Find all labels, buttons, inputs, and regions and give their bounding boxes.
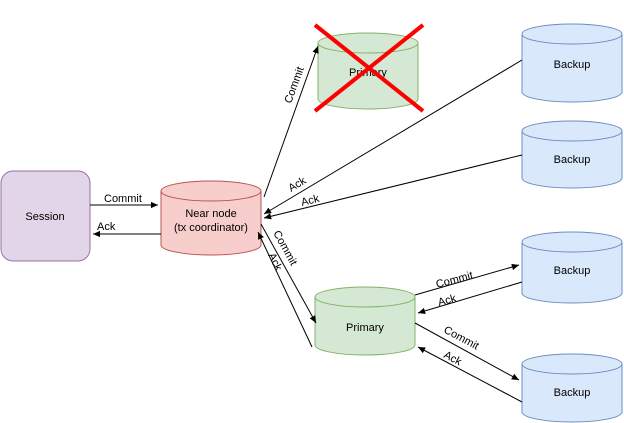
failure-cross-icon — [313, 23, 425, 113]
backup-node-4[interactable]: Backup — [521, 353, 623, 423]
backup-4-body — [521, 364, 623, 423]
edge-backup1-ack — [263, 59, 523, 215]
backup-1-top — [521, 23, 623, 45]
edge-near-failed-commit — [263, 45, 319, 198]
edge-primary-backup3-commit — [414, 263, 520, 296]
backup-2-label: Backup — [554, 154, 591, 166]
edges: Commit Ack Commit Ack Ack Commit Ack Com… — [90, 45, 523, 403]
backup-3-top — [521, 231, 623, 253]
edge-near-primary-commit — [260, 223, 317, 324]
backup-2-top — [521, 120, 623, 142]
near-node-label-line2: (tx coordinator) — [174, 222, 248, 234]
backup-node-1[interactable]: Backup — [521, 23, 623, 103]
edge-backup3-primary-ack-label: Ack — [437, 292, 458, 308]
edge-backup2-ack-label: Ack — [300, 193, 321, 209]
near-node-body — [160, 191, 262, 256]
backup-node-3[interactable]: Backup — [521, 231, 623, 304]
edge-backup1-ack-label: Ack — [286, 175, 308, 195]
backup-2-body — [521, 131, 623, 189]
edge-primary-backup4-commit — [414, 322, 520, 381]
primary-label: Primary — [346, 322, 384, 334]
session-label: Session — [25, 211, 64, 223]
edge-backup2-ack — [263, 154, 523, 220]
edge-session-commit-label: Commit — [104, 193, 142, 205]
edge-primary-near-ack — [257, 231, 313, 348]
backup-1-body — [521, 34, 623, 103]
edge-backup3-primary-ack — [417, 281, 523, 315]
backup-3-body — [521, 242, 623, 304]
edge-near-failed-commit-label: Commit — [283, 65, 307, 105]
edge-backup4-primary-ack — [417, 346, 523, 403]
backup-node-2[interactable]: Backup — [521, 120, 623, 189]
primary-top — [314, 286, 416, 308]
backup-4-top — [521, 353, 623, 375]
primary-body — [314, 297, 416, 356]
primary-node[interactable]: Primary — [314, 286, 416, 356]
session-node[interactable]: Session — [0, 170, 91, 262]
session-shape — [0, 170, 91, 262]
near-node-top — [160, 180, 262, 202]
near-node[interactable]: Near node (tx coordinator) — [160, 180, 262, 256]
backup-3-label: Backup — [554, 265, 591, 277]
near-node-label-line1: Near node — [185, 208, 236, 220]
edge-primary-backup3-commit-label: Commit — [435, 269, 475, 290]
edge-session-ack-label: Ack — [97, 221, 116, 233]
backup-1-label: Backup — [554, 59, 591, 71]
backup-4-label: Backup — [554, 387, 591, 399]
